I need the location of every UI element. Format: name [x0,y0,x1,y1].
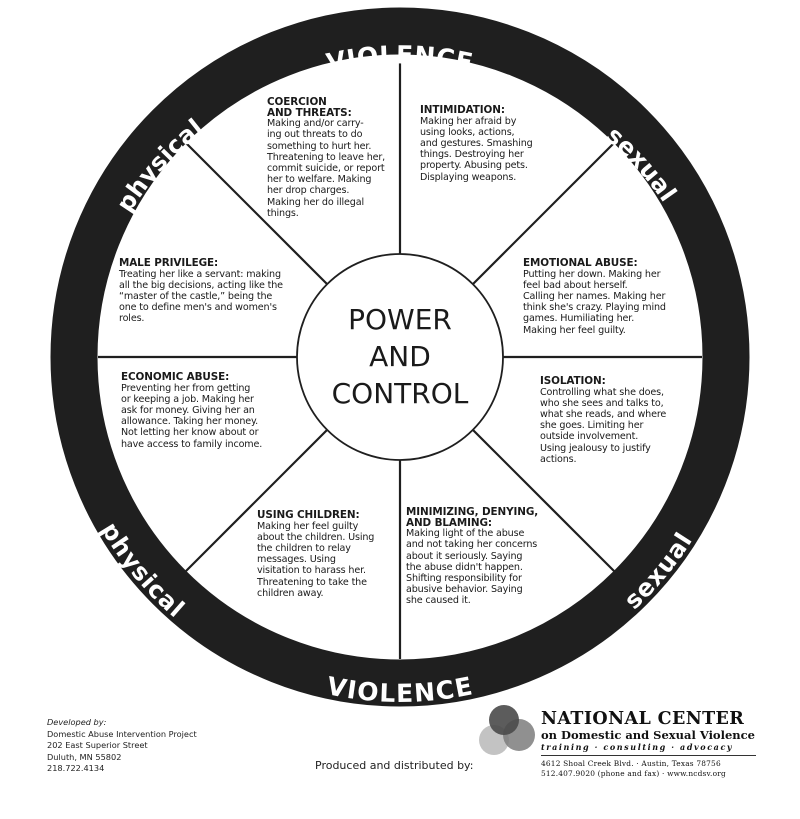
segment-heading: USING CHILDREN: [257,509,360,521]
hub-line-2: AND [369,340,431,373]
developer-phone: 218.722.4134 [47,763,105,773]
segment-body: Controlling what she does, who she sees … [540,386,667,465]
ncdsv-contact: 512.407.9020 (phone and fax) · www.ncdsv… [541,768,726,778]
segment-heading: ISOLATION: [540,375,606,387]
segment-coercion-and-threats: COERCION AND THREATS: Making and/or carr… [267,97,407,219]
segment-heading: EMOTIONAL ABUSE: [523,257,638,269]
segment-minimizing-denying-blaming: MINIMIZING, DENYING, AND BLAMING: Making… [406,507,566,607]
outer-ring [50,7,750,707]
segment-body: Putting her down. Making her feel bad ab… [523,268,666,336]
developed-by-block: Developed by: Domestic Abuse Interventio… [47,717,197,775]
ncdsv-address: 4612 Shoal Creek Blvd. · Austin, Texas 7… [541,759,721,768]
segment-body: Preventing her from getting or keeping a… [121,382,263,450]
segment-emotional-abuse: EMOTIONAL ABUSE: Putting her down. Makin… [523,258,698,336]
segment-body: Making light of the abuse and not taking… [406,528,538,607]
segment-intimidation: INTIMIDATION: Making her afraid by using… [420,105,555,183]
hub-circle [296,253,504,461]
segment-using-children: USING CHILDREN: Making her feel guilty a… [257,510,402,599]
ncdsv-logo-icon [479,705,535,755]
segment-body: Making her feel guilty about the childre… [257,520,375,599]
hub-line-1: POWER [348,303,452,336]
segment-heading: MALE PRIVILEGE: [119,257,219,269]
hub-line-3: CONTROL [332,377,469,410]
segment-body: Treating her like a servant: making all … [119,268,283,325]
ncdsv-subtitle: on Domestic and Sexual Violence [541,728,755,742]
segment-male-privilege: MALE PRIVILEGE: Treating her like a serv… [119,258,309,325]
ncdsv-block: NATIONAL CENTER on Domestic and Sexual V… [541,710,756,778]
power-control-wheel: POWER AND CONTROL VIOLENCE physical sexu… [50,7,750,708]
ncdsv-title: NATIONAL CENTER [541,709,745,729]
produced-by-label: Produced and distributed by: [315,759,474,772]
segment-heading: INTIMIDATION: [420,104,505,116]
developer-street: 202 East Superior Street [47,740,148,750]
segment-body: Making and/or carry- ing out threats to … [267,118,386,219]
developed-by-label: Developed by: [47,717,107,727]
segment-economic-abuse: ECONOMIC ABUSE: Preventing her from gett… [121,372,296,450]
spokes [98,55,702,659]
segment-body: Making her afraid by using looks, action… [420,115,533,183]
developer-city: Duluth, MN 55802 [47,751,122,762]
segment-isolation: ISOLATION: Controlling what she does, wh… [540,376,690,465]
segment-heading: ECONOMIC ABUSE: [121,371,230,383]
developer-org: Domestic Abuse Intervention Project [47,728,197,739]
segment-heading: COERCION AND THREATS: [267,96,352,119]
ncdsv-tagline: training · consulting · advocacy [541,742,756,756]
segment-heading: MINIMIZING, DENYING, AND BLAMING: [406,506,539,529]
